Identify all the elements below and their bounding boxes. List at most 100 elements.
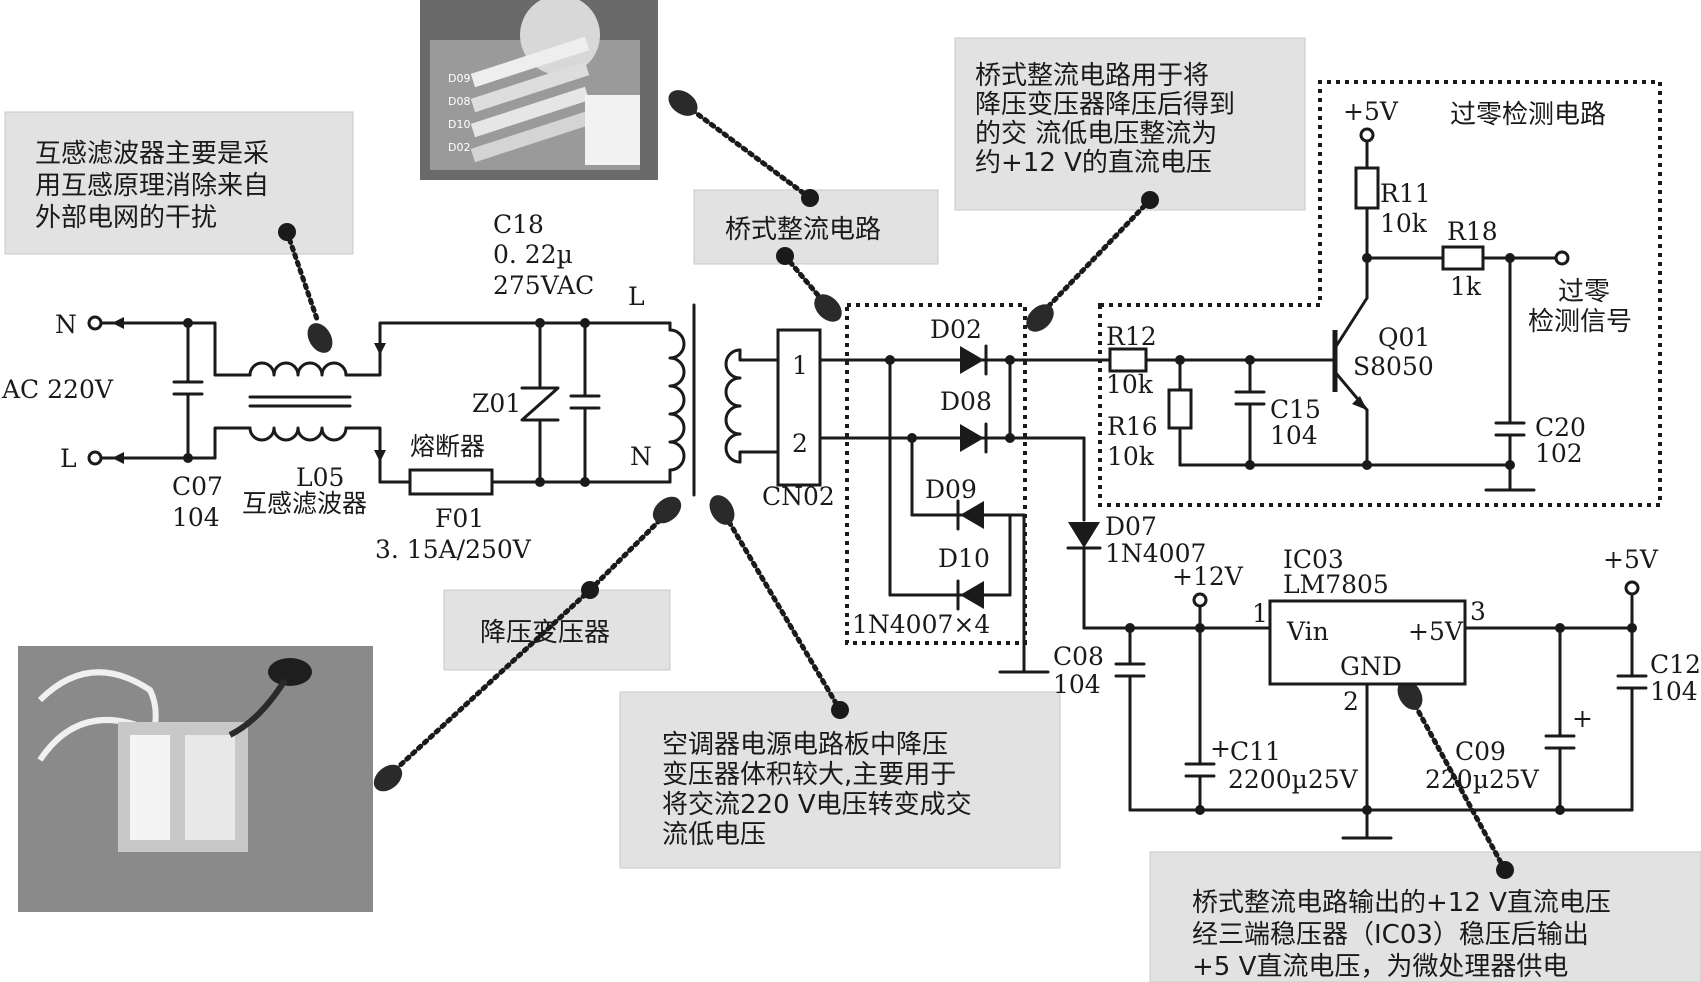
label-r18-value: 1k — [1450, 272, 1482, 301]
photo-label: D08 — [448, 95, 470, 108]
label-c09: C09 — [1455, 737, 1506, 766]
note-regulator-desc-line: 经三端稳压器（IC03）稳压后输出 — [1192, 920, 1589, 950]
label-fuse: 熔断器 — [410, 432, 485, 461]
label-zc-5v: +5V — [1343, 97, 1399, 126]
label-transformer-n: N — [630, 442, 652, 471]
label-c11: C11 — [1230, 737, 1281, 766]
label-f01: F01 — [435, 504, 484, 533]
note-bridge-desc-line: 降压变压器降压后得到 — [975, 90, 1235, 120]
label-l: L — [60, 444, 77, 473]
label-r16-value: 10k — [1107, 442, 1155, 471]
label-c07: C07 — [172, 472, 223, 501]
photo-transformer — [18, 646, 373, 912]
label-c20: C20 — [1535, 413, 1586, 442]
note-regulator-desc-line: +5 V直流电压，为微处理器供电 — [1192, 952, 1568, 982]
label-r12-value: 10k — [1106, 370, 1154, 399]
connector-cn02 — [776, 328, 1112, 487]
photo-label: D10 — [448, 118, 470, 131]
label-l05-name: 互感滤波器 — [242, 489, 367, 518]
note-filter-line: 外部电网的干扰 — [35, 203, 217, 233]
label-12v: +12V — [1172, 562, 1244, 591]
label-ic03-value: LM7805 — [1283, 570, 1389, 599]
note-transformer-desc-line: 变压器体积较大,主要用于 — [662, 760, 956, 790]
note-box-regulator-desc — [1149, 851, 1701, 982]
note-filter-line: 用互感原理消除来自 — [35, 171, 269, 201]
label-transformer-l: L — [628, 282, 645, 311]
label-pin2: 2 — [1343, 687, 1359, 716]
label-c09-value: 220µ25V — [1425, 765, 1540, 794]
label-vout: +5V — [1408, 617, 1464, 646]
label-c12: C12 — [1650, 650, 1701, 679]
label-cn02-pin1: 1 — [792, 351, 808, 380]
label-pin3: 3 — [1470, 597, 1486, 626]
label-f01-rating: 3. 15A/250V — [375, 535, 532, 564]
label-r18: R18 — [1447, 217, 1498, 246]
label-ac: AC 220V — [1, 375, 114, 404]
ac-input-terminals — [87, 315, 217, 466]
label-ic03: IC03 — [1283, 545, 1344, 574]
bridge-diodes — [885, 344, 1050, 674]
label-d02: D02 — [930, 315, 982, 344]
label-c08-value: 104 — [1053, 670, 1101, 699]
label-zc-title: 过零检测电路 — [1450, 100, 1606, 130]
note-bridge: 桥式整流电路 — [725, 215, 881, 245]
label-reg-5v: +5V — [1603, 545, 1659, 574]
label-cn02: CN02 — [762, 482, 835, 511]
label-zc-signal-1: 过零 — [1558, 277, 1610, 307]
note-box-transformer — [443, 589, 671, 671]
label-cn02-pin2: 2 — [792, 429, 808, 458]
label-c11-value: 2200µ25V — [1228, 765, 1359, 794]
photo-board-diodes: D09 D08 D10 D02 — [420, 0, 658, 180]
label-r12: R12 — [1106, 322, 1157, 351]
zero-cross-boundary — [1098, 80, 1662, 507]
label-n: N — [55, 310, 77, 339]
label-c20-value: 102 — [1535, 439, 1583, 468]
label-diode-set: 1N4007×4 — [852, 610, 990, 639]
label-d10: D10 — [938, 544, 990, 573]
label-c18-rating: 275VAC — [493, 271, 594, 300]
note-transformer-desc-line: 将交流220 V电压转变成交 — [662, 790, 972, 820]
label-c15-value: 104 — [1270, 421, 1318, 450]
label-l05: L05 — [296, 463, 344, 492]
fuse-f01 — [378, 468, 672, 496]
leader-lines — [284, 107, 1508, 873]
note-transformer-desc-line: 流低电压 — [662, 820, 766, 850]
photo-label: D09 — [448, 72, 470, 85]
label-zc-signal-2: 检测信号 — [1528, 307, 1632, 337]
label-c08: C08 — [1053, 642, 1104, 671]
label-q01: Q01 — [1378, 323, 1430, 352]
label-c09-plus: + — [1572, 704, 1593, 733]
note-filter-line: 互感滤波器主要是采 — [35, 139, 269, 169]
label-d08: D08 — [940, 387, 992, 416]
note-transformer-desc-line: 空调器电源电路板中降压 — [662, 730, 948, 760]
note-box-transformer-desc — [619, 691, 1061, 869]
label-d09: D09 — [925, 475, 977, 504]
label-vin: Vin — [1286, 617, 1329, 646]
note-bridge-desc-line: 的交 流低电压整流为 — [975, 119, 1217, 149]
zero-cross-circuit — [1008, 127, 1570, 492]
label-q01-value: S8050 — [1353, 352, 1434, 381]
label-c11-plus: + — [1210, 734, 1231, 763]
label-d07: D07 — [1105, 512, 1157, 541]
label-c15: C15 — [1270, 395, 1321, 424]
label-c07-value: 104 — [172, 503, 220, 532]
note-bridge-desc-line: 约+12 V的直流电压 — [975, 148, 1212, 178]
label-r11-value: 10k — [1380, 209, 1428, 238]
label-z01: Z01 — [472, 389, 521, 418]
label-d07-value: 1N4007 — [1105, 539, 1206, 568]
common-mode-choke-l05 — [213, 321, 542, 484]
note-regulator-desc-line: 桥式整流电路输出的+12 V直流电压 — [1192, 888, 1611, 918]
label-r16: R16 — [1107, 412, 1158, 441]
bridge-rectifier-boundary — [845, 303, 1027, 645]
label-r11: R11 — [1380, 179, 1431, 208]
capacitor-c07 — [172, 318, 204, 463]
varistor-z01 — [520, 318, 560, 487]
step-down-transformer — [640, 303, 780, 497]
label-c18-value: 0. 22µ — [493, 240, 573, 269]
label-c12-value: 104 — [1650, 677, 1698, 706]
note-box-bridge-desc — [954, 37, 1306, 211]
label-gnd: GND — [1340, 652, 1402, 681]
label-pin1: 1 — [1252, 599, 1268, 628]
label-c18: C18 — [493, 210, 544, 239]
